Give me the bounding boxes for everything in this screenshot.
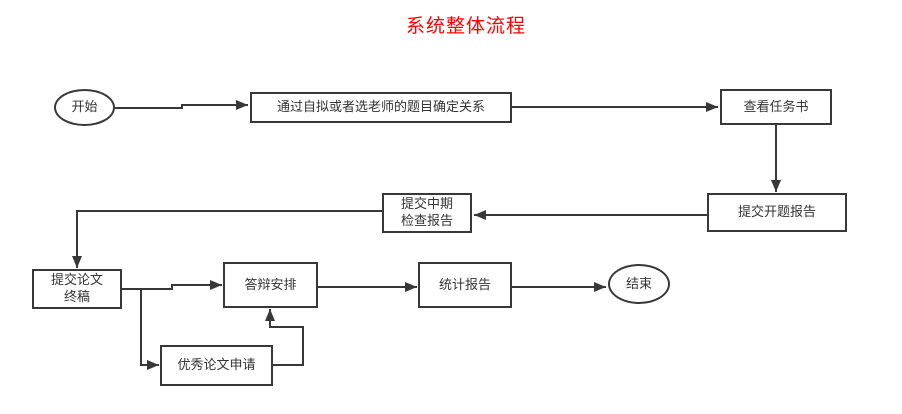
node-statistics-report: 统计报告 [418, 262, 512, 308]
node-excellent-thesis-application: 优秀论文申请 [160, 345, 273, 386]
node-submit-opening-report: 提交开题报告 [707, 193, 847, 232]
edge-final-to-excellent [140, 289, 159, 370]
node-submit-midterm-report: 提交中期 检查报告 [382, 193, 472, 233]
edge-final-to-defense [122, 280, 222, 290]
node-end-terminator: 结束 [608, 264, 670, 304]
node-submit-final-thesis: 提交论文 终稿 [32, 269, 122, 309]
edge-start-to-topic [115, 100, 248, 110]
node-defense-arrangement: 答辩安排 [223, 262, 318, 308]
node-topic-selection: 通过自拟或者选老师的题目确定关系 [250, 92, 512, 123]
node-view-task-book: 查看任务书 [720, 89, 832, 125]
diagram-title: 系统整体流程 [405, 16, 526, 37]
edge-excellent-to-defense [265, 309, 304, 366]
edge-midterm-to-final [72, 210, 382, 268]
node-start-terminator: 开始 [54, 89, 115, 126]
